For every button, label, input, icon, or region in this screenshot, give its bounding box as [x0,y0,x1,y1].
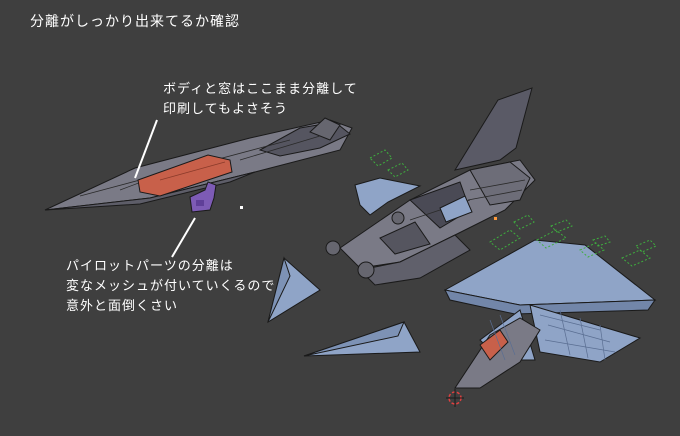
pilot-part-mesh[interactable] [189,181,217,213]
annotation-body-window: ボディと窓はここまま分離して 印刷してもよさそう [163,80,358,120]
center-jet-mesh[interactable] [325,87,536,286]
annotation-line: 印刷してもよさそう [163,102,288,118]
3d-cursor-icon[interactable] [446,389,464,407]
annotation-line: 意外と面倒くさい [66,299,179,315]
empty-object-3[interactable] [536,219,573,249]
annotation-line: 変なメッシュが付いていくるので [66,279,276,295]
annotation-pilot-part: パイロットパーツの分離は 変なメッシュが付いていくるので 意外と面倒くさい [66,257,275,317]
empty-object-4[interactable] [579,235,611,258]
annotation-line: パイロットパーツの分離は [66,259,234,274]
annotation-line: ボディと窓はここまま分離して [163,82,358,97]
leader-line-body [134,119,158,179]
wing-part-left-mesh[interactable] [354,177,473,223]
assembled-jet-mesh[interactable] [454,304,642,389]
empty-object-5[interactable] [621,239,657,267]
origin-marker [494,217,497,220]
canopy-window-mesh[interactable] [137,154,233,197]
wing-piece-triangle-2[interactable] [303,321,421,357]
page-title: 分離がしっかり出来てるか確認 [30,14,240,30]
empty-object-1[interactable] [369,149,409,178]
wing-plate-large-mesh[interactable] [443,239,657,315]
wing-piece-triangle-1[interactable] [267,256,321,324]
empty-object-2[interactable] [489,214,535,251]
vertex-marker [240,206,243,209]
leader-line-pilot [171,217,196,258]
